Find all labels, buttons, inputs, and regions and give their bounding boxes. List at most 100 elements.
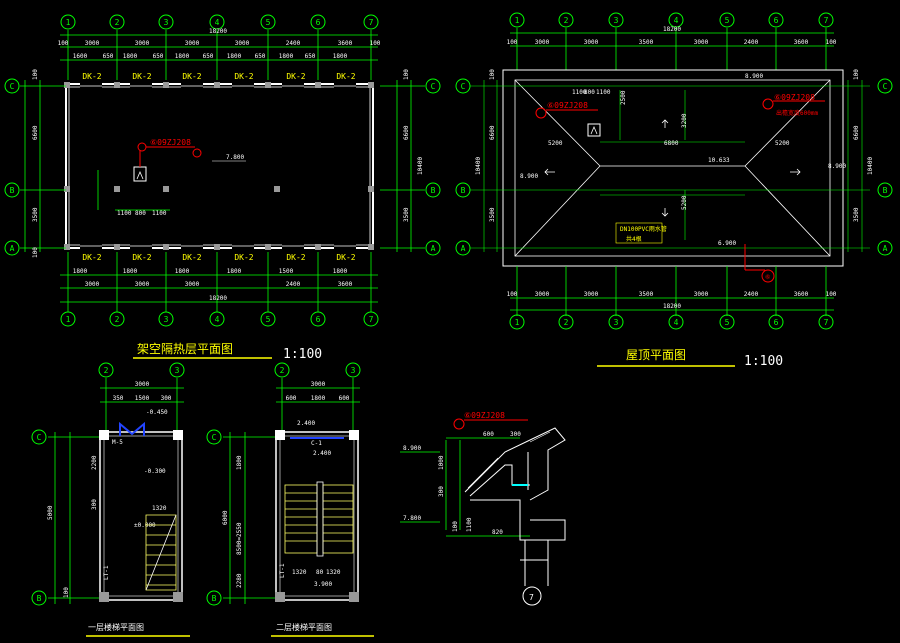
plan1-vent-labels-bottom: DK-2 DK-2 DK-2 DK-2 DK-2 DK-2 (82, 253, 355, 262)
axis-label: A (10, 244, 15, 253)
dim: 2400 (744, 39, 759, 46)
dim: 1800 (123, 268, 138, 275)
section-roof-eave (464, 427, 566, 586)
dim-total: 18200 (209, 295, 227, 302)
dim: 1500 (279, 268, 294, 275)
dim: 1100 (596, 89, 611, 96)
dim: 1800 (333, 268, 348, 275)
dim: 5000 (47, 505, 54, 520)
dim: 10400 (417, 157, 424, 175)
plan2-roof-ridges (514, 79, 831, 257)
dim: 300 (91, 499, 98, 510)
dim: 100 (826, 39, 837, 46)
vent-label: DK-2 (132, 72, 151, 81)
callout-ref: ⑥ (765, 274, 770, 281)
dim: 1320 (326, 569, 341, 576)
dim-total: 18200 (663, 303, 681, 310)
dim: 100 (826, 291, 837, 298)
dim: 100 (853, 69, 860, 80)
plan1-top-axis-labels: 1 2 3 4 5 6 7 (66, 18, 374, 27)
section-tiles (467, 431, 551, 489)
plan1-scale: 1:100 (283, 347, 322, 362)
dim: 3500 (639, 39, 654, 46)
vent-label: DK-2 (182, 253, 201, 262)
dim: 100 (507, 291, 518, 298)
axis-label: 2 (104, 366, 109, 375)
dim: 3500 (853, 207, 860, 222)
axis-label: C (883, 82, 888, 91)
plan1-left-dim-text: 6600 3500 100 100 6600 10400 3500 100 (32, 69, 424, 258)
stair1-title: 一层楼梯平面图 (88, 622, 144, 632)
dim: 5200 (775, 140, 790, 147)
dim-total: 18200 (209, 28, 227, 35)
axis-label: 5 (266, 315, 271, 324)
axis-label: A (431, 244, 436, 253)
dim: 2400 (744, 291, 759, 298)
stair2-walls (275, 431, 359, 601)
dim: 3000 (135, 40, 150, 47)
axis-label: 1 (515, 318, 520, 327)
callout-ref: ⑥09ZJ208 (464, 411, 505, 420)
dim: 3000 (135, 281, 150, 288)
dim: 600 (339, 395, 350, 402)
dim: 1800 (227, 268, 242, 275)
callout-ref: ⑥09ZJ208 (150, 138, 191, 147)
dim: 2200 (91, 455, 98, 470)
axis-label: 3 (614, 318, 619, 327)
dim: 3600 (338, 40, 353, 47)
dim: 3500 (639, 291, 654, 298)
axis-label: 7 (824, 16, 829, 25)
axis-label: C (431, 82, 436, 91)
elevation-mark: 8.900 (403, 445, 421, 452)
dim: 1800 (279, 53, 294, 60)
dim: 10400 (475, 157, 482, 175)
dim: 100 (452, 521, 459, 532)
dim: 3600 (794, 291, 809, 298)
plan1-top-axis-bubbles (60, 14, 379, 30)
axis-label: 4 (215, 315, 220, 324)
plan1-side-axis-bubbles (4, 78, 441, 256)
axis-label: B (10, 186, 15, 195)
dim: 1000 (438, 455, 445, 470)
dim: 300 (161, 395, 172, 402)
axis-label: A (461, 244, 466, 253)
plan1-callout: ⑥09ZJ208 (137, 138, 202, 167)
elevation-mark: -0.300 (144, 468, 166, 475)
plan2-callouts: ⑥09ZJ208 ⑥09ZJ208 出檐宽度600mm ⑥ (535, 93, 825, 283)
dim: 6600 (403, 125, 410, 140)
elevation-mark: 8.900 (520, 173, 538, 180)
plan-insulation-layer: 1 2 3 4 5 6 7 18200 100 3000 3000 3000 3… (4, 14, 441, 362)
axis-label: 1 (515, 16, 520, 25)
elevation-mark: 10.633 (708, 157, 730, 164)
dim: 1800 (333, 53, 348, 60)
vent-label: DK-2 (286, 253, 305, 262)
dim: 100 (58, 40, 69, 47)
axis-label: 1 (66, 315, 71, 324)
stair-plan-floor2: 2 3 C B 3000 600 1800 600 2.400 C-1 2.40… (206, 362, 374, 637)
axis-label: A (883, 244, 888, 253)
dim: 650 (153, 53, 164, 60)
dim: 100 (63, 587, 70, 598)
dim: 2280 (236, 573, 243, 588)
dim: 1600 (73, 53, 88, 60)
dim: 3500 (489, 207, 496, 222)
axis-label: C (37, 433, 42, 442)
vent-label: DK-2 (82, 72, 101, 81)
dim: 2400 (286, 40, 301, 47)
dim: 1500 (135, 395, 150, 402)
elevation-mark: 7.800 (226, 154, 244, 161)
dim: 1100 (466, 517, 473, 532)
dim: 1800 (73, 268, 88, 275)
axis-label: C (10, 82, 15, 91)
dim: 100 (507, 39, 518, 46)
drain-pipe-count: 共4根 (626, 235, 642, 243)
dim: 3500 (403, 207, 410, 222)
plan2-grid (470, 80, 870, 252)
vent-label: DK-2 (336, 72, 355, 81)
entry-door (119, 421, 145, 436)
plan2-top-axis-bubbles (509, 12, 834, 28)
dim: 1800 (236, 455, 243, 470)
dim: 3000 (185, 281, 200, 288)
axis-label: 1 (66, 18, 71, 27)
elevation-mark: 7.800 (403, 515, 421, 522)
